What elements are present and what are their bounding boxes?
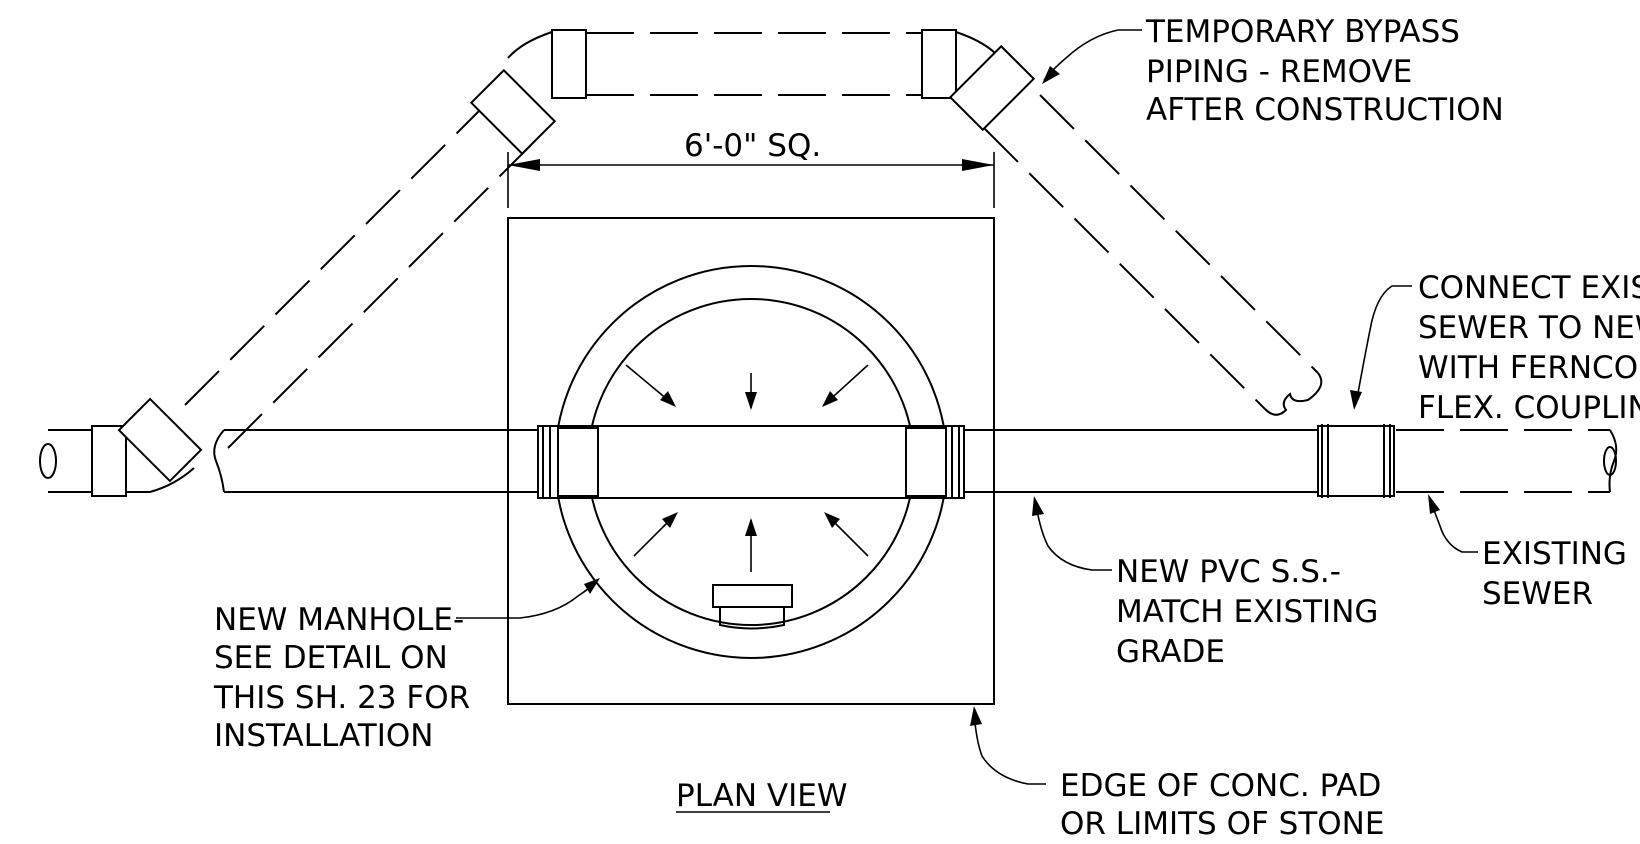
- existing-sewer-pipe: [1396, 429, 1618, 493]
- note-connect: CONNECT EXIST SEWER TO NEW WITH FERNCO F…: [1418, 270, 1640, 426]
- note-bypass: TEMPORARY BYPASS PIPING - REMOVE AFTER C…: [1145, 14, 1504, 128]
- leader-new-pvc: [1032, 496, 1112, 571]
- drop-inlet: [712, 584, 793, 630]
- note-pad-edge: EDGE OF CONC. PAD OR LIMITS OF STONE: [1060, 768, 1391, 842]
- leader-pad-edge: [970, 706, 1046, 785]
- view-title: PLAN VIEW: [676, 778, 848, 814]
- bypass-pipe-left-stub: [39, 397, 203, 497]
- leader-connect: [1350, 285, 1412, 410]
- concrete-pad: [507, 217, 995, 705]
- manhole-channel: [559, 425, 943, 499]
- leader-manhole: [456, 578, 600, 619]
- manhole-boot-right: [905, 425, 965, 499]
- manhole-boot-left: [537, 425, 599, 499]
- leader-existing-sewer: [1428, 494, 1478, 553]
- dimension-label: 6'-0" SQ.: [684, 128, 821, 164]
- dimension-line: [507, 152, 995, 208]
- bypass-elbow-top-left: [469, 29, 587, 156]
- fernco-coupling: [1317, 424, 1395, 498]
- bypass-pipe-diagonal-left: [184, 102, 531, 449]
- note-manhole: NEW MANHOLE- SEE DETAIL ON THIS SH. 23 F…: [213, 602, 480, 754]
- new-pvc-pipe-right: [964, 429, 1318, 493]
- flow-arrows: [625, 364, 869, 572]
- leader-bypass: [1042, 29, 1142, 84]
- note-existing-sewer: EXISTING SEWER: [1482, 536, 1637, 612]
- bypass-pipe-diagonal-right: [983, 94, 1323, 416]
- bypass-elbow-top-right: [921, 29, 1036, 132]
- new-pvc-pipe-left: [213, 429, 538, 493]
- note-new-pvc: NEW PVC S.S.- MATCH EXISTING GRADE: [1116, 554, 1388, 670]
- bypass-pipe-top: [586, 32, 922, 96]
